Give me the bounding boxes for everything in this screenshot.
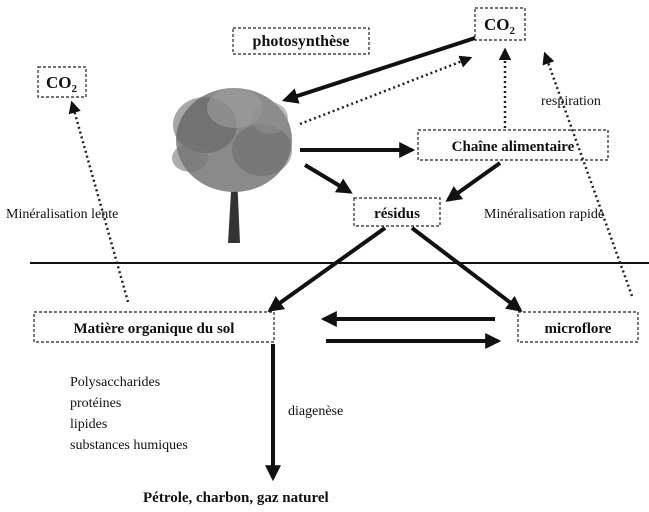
respiration-label: respiration xyxy=(541,94,601,109)
co2-top-box xyxy=(474,7,526,41)
diagenesis-label: diagenèse xyxy=(288,404,343,419)
arrow-residues-to-soil xyxy=(267,226,387,312)
soil-organic-matter-box xyxy=(33,311,275,343)
co2-left-label: CO2 xyxy=(46,73,78,95)
food-chain-label: Chaîne alimentaire xyxy=(452,139,575,155)
compound-item: Polysaccharides xyxy=(70,375,160,390)
arrow-co2-to-tree xyxy=(281,36,476,104)
arrow-slow-mineralization xyxy=(68,100,130,303)
food-chain-box xyxy=(417,129,609,161)
arrow-residues-to-microflora xyxy=(410,226,523,312)
arrow-tree-to-co2 xyxy=(299,55,473,126)
arrow-fast-mineralization xyxy=(542,51,634,297)
slow-mineralization-label: Minéralisation lente xyxy=(6,207,118,222)
soil-organic-matter-label: Matière organique du sol xyxy=(74,321,235,337)
compound-item: lipides xyxy=(70,417,107,432)
arrow-food-chain-to-residues xyxy=(445,161,502,202)
compound-item: protéines xyxy=(70,396,121,411)
fossil-fuels-label: Pétrole, charbon, gaz naturel xyxy=(143,490,329,506)
arrow-tree-to-residues xyxy=(303,163,353,194)
microflora-box xyxy=(517,311,639,343)
photosynthesis-box xyxy=(232,27,370,55)
compound-item: substances humiques xyxy=(70,438,188,453)
residues-label: résidus xyxy=(374,206,420,222)
photosynthesis-label: photosynthèse xyxy=(253,33,350,50)
residues-box xyxy=(353,197,441,227)
compounds-list: Polysaccharides protéines lipides substa… xyxy=(70,375,188,453)
microflora-label: microflore xyxy=(545,321,612,337)
co2-left-box xyxy=(37,66,87,98)
tree-icon xyxy=(172,88,292,243)
co2-top-label: CO2 xyxy=(484,15,516,37)
fast-mineralization-label: Minéralisation rapide xyxy=(484,207,604,222)
